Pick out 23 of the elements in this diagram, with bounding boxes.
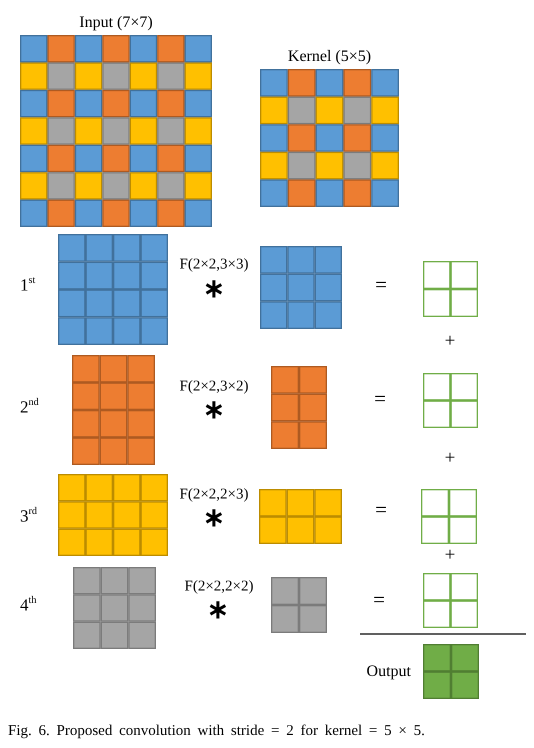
side-label: Output — [366, 664, 411, 680]
figure-caption: Fig. 6. Proposed convolution with stride = 2 for kernel = 5 × 5. — [8, 724, 425, 739]
formula-text: F(2×2,2×3) — [180, 488, 248, 502]
equals-sign: = — [374, 388, 386, 410]
equals-sign: = — [375, 500, 387, 520]
formula-text: F(2×2,2×2) — [184, 580, 254, 594]
plus-sign: + — [444, 546, 456, 564]
equals-sign: = — [375, 274, 387, 296]
row-label: 4$^{th}$ — [20, 596, 36, 614]
row-label: 3$^{rd}$ — [20, 508, 37, 524]
convolution-operator: ∗ — [203, 397, 225, 423]
equals-sign: = — [373, 590, 385, 610]
convolution-operator: ∗ — [203, 505, 225, 531]
convolution-operator: ∗ — [203, 276, 225, 302]
plus-sign: + — [444, 332, 456, 350]
convolution-operator: ∗ — [207, 597, 229, 623]
grid-title: Kernel (5×5) — [288, 49, 372, 65]
row-label: 2$^{nd}$ — [20, 398, 39, 416]
row-label: 1$^{st}$ — [20, 276, 36, 294]
grid-title: Input (7×7) — [79, 15, 153, 31]
plus-sign: + — [444, 448, 456, 468]
formula-text: F(2×2,3×3) — [180, 258, 248, 272]
formula-text: F(2×2,3×2) — [180, 380, 248, 394]
